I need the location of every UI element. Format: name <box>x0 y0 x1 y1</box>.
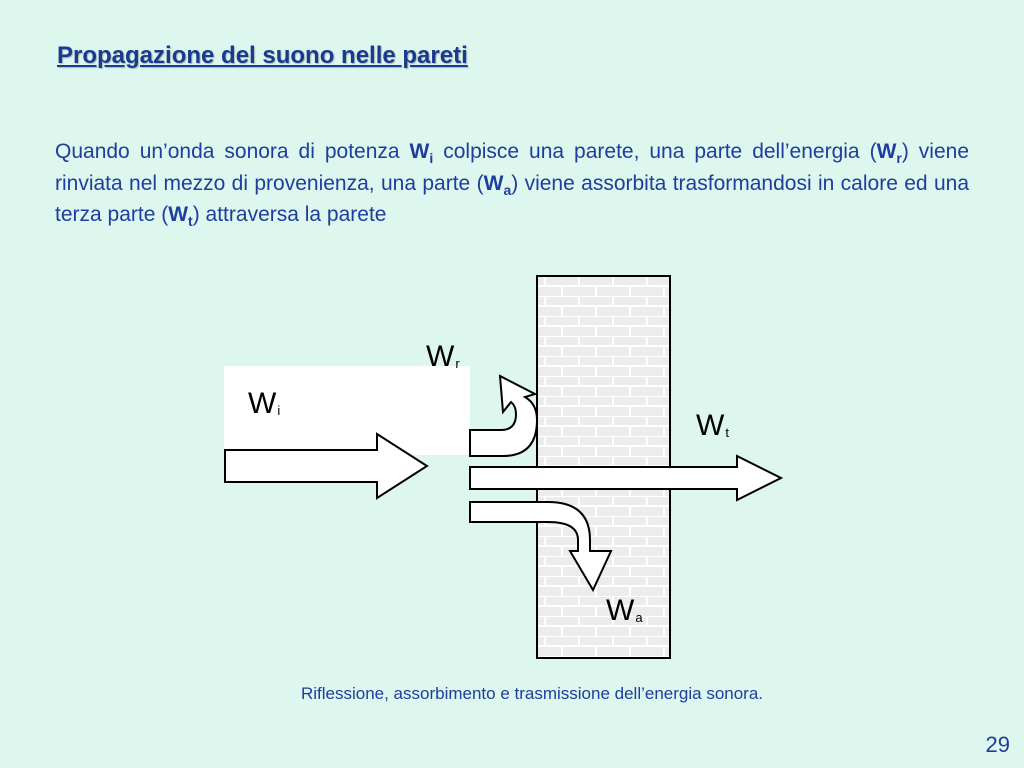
paragraph-text-1: Quando un’onda sonora di potenza <box>55 140 410 163</box>
page-number: 29 <box>985 732 1010 757</box>
paragraph-text-5: ) attraversa la parete <box>192 203 387 226</box>
label-wi: Wi <box>248 387 280 420</box>
symbol-wr: Wr <box>876 140 902 167</box>
label-wa: Wa <box>606 594 643 627</box>
symbol-wt: Wt <box>168 203 193 230</box>
transmitted-arrow <box>469 454 784 502</box>
symbol-wi: Wi <box>409 140 434 167</box>
paragraph-text-3: ) viene rinviata nel mezzo di provenienz… <box>55 140 969 195</box>
label-wr: Wr <box>426 340 460 373</box>
symbol-wa: Wa <box>483 171 512 198</box>
paragraph-text-4: ) viene assorbita trasformandosi in calo… <box>55 171 970 227</box>
intro-paragraph: Quando un’onda sonora di potenza Wi colp… <box>55 136 969 231</box>
paragraph-text-2: colpisce una parete, una parte dell’ener… <box>433 140 877 163</box>
label-wt: Wt <box>696 409 729 442</box>
incident-arrow <box>224 432 429 500</box>
absorbed-arrow <box>469 501 613 593</box>
slide-title: Propagazione del suono nelle pareti <box>57 42 468 69</box>
figure-caption: Riflessione, assorbimento e trasmissione… <box>300 684 764 703</box>
reflected-arrow <box>469 374 539 457</box>
incident-label-box <box>224 366 470 455</box>
